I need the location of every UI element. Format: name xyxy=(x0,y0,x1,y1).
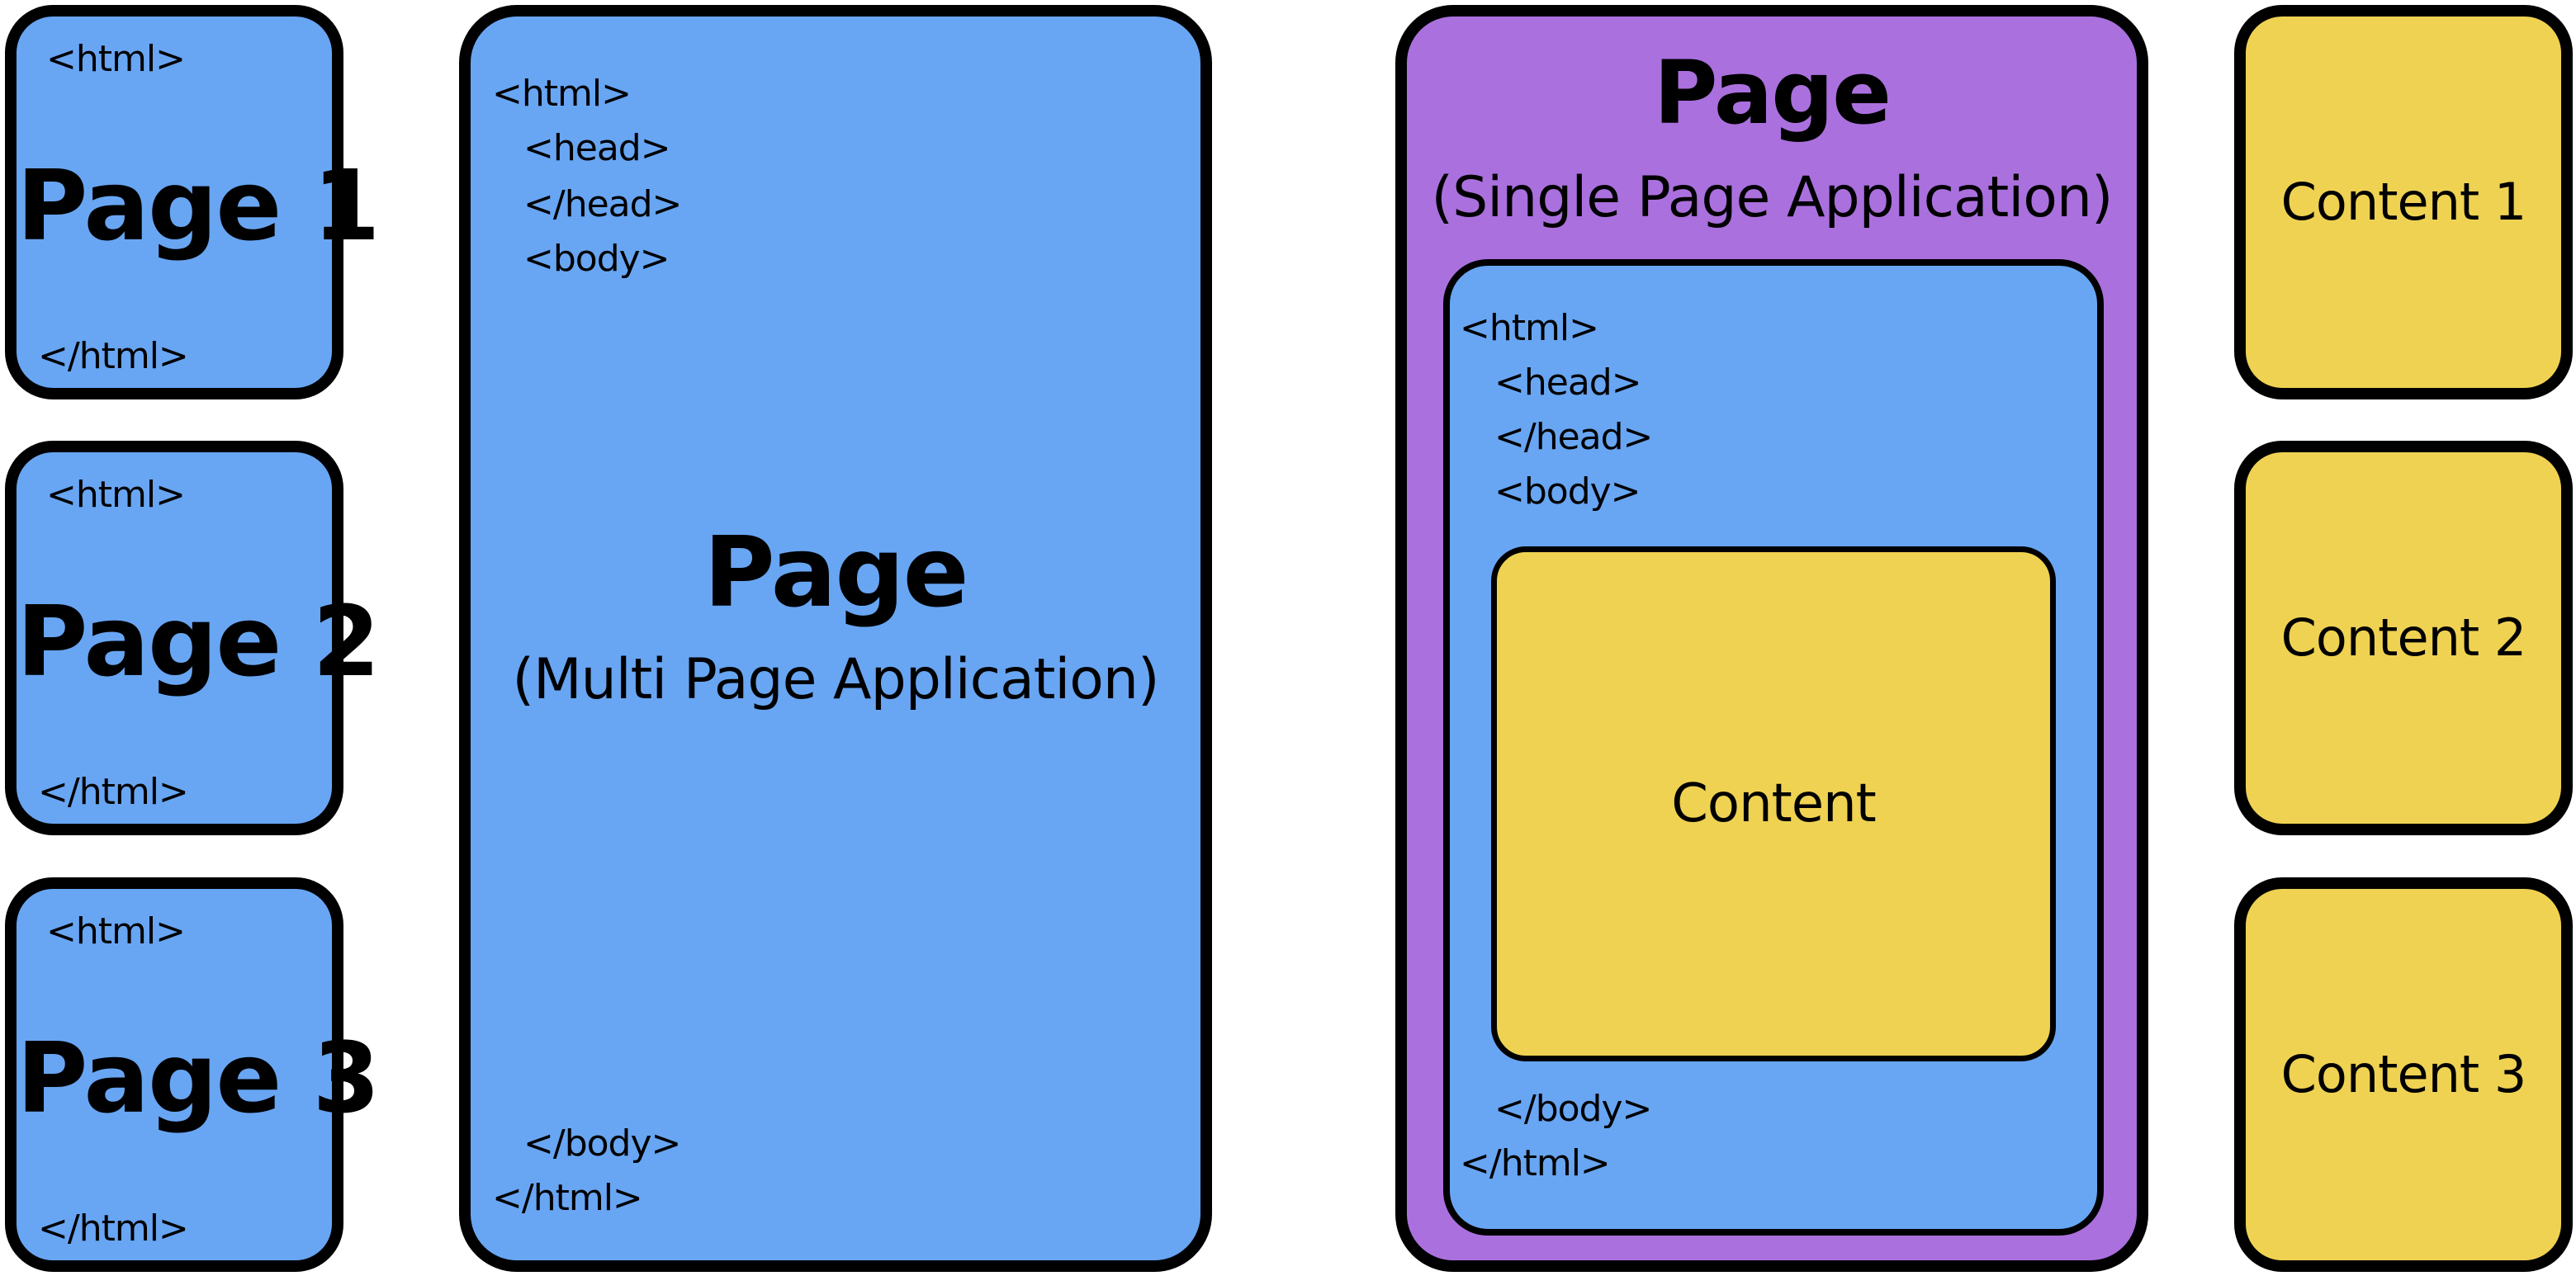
html-close-tag: </html> xyxy=(1460,1142,1611,1184)
mpa-main-page: <html> <head> </head> <body> Page (Multi… xyxy=(459,5,1212,1272)
html-close-tag: </html> xyxy=(38,771,189,813)
page-1-title: Page 1 xyxy=(17,149,381,262)
content-2-label: Content 2 xyxy=(2280,607,2527,668)
content-3-card: Content 3 xyxy=(2234,877,2573,1272)
content-1-card: Content 1 xyxy=(2234,5,2573,399)
body-open-tag: <body> xyxy=(523,238,670,280)
html-open-tag: <html> xyxy=(492,73,632,115)
mpa-page-title: Page xyxy=(703,515,968,629)
page-2-title: Page 2 xyxy=(17,584,381,698)
spa-html-document: <html> <head> </head> <body> Content </b… xyxy=(1443,259,2104,1236)
content-3-label: Content 3 xyxy=(2280,1044,2527,1104)
html-close-tag: </html> xyxy=(492,1177,643,1219)
page-3-title: Page 3 xyxy=(17,1021,381,1135)
content-2-card: Content 2 xyxy=(2234,441,2573,835)
mpa-page-1-card: <html> Page 1 </html> xyxy=(5,5,381,399)
content-1-label: Content 1 xyxy=(2280,172,2527,232)
mpa-page-3-card: <html> Page 3 </html> xyxy=(5,877,381,1272)
body-close-tag: </body> xyxy=(523,1122,681,1165)
spa-content-label: Content xyxy=(1671,773,1877,834)
html-close-tag: </html> xyxy=(38,335,189,377)
body-close-tag: </body> xyxy=(1494,1088,1652,1130)
head-open-tag: <head> xyxy=(523,127,671,169)
spa-main-page: Page (Single Page Application) <html> <h… xyxy=(1395,5,2148,1272)
html-open-tag: <html> xyxy=(46,38,186,80)
head-close-tag: </head> xyxy=(1494,416,1653,458)
mpa-page-2-card: <html> Page 2 </html> xyxy=(5,441,381,835)
head-close-tag: </head> xyxy=(523,183,682,225)
html-close-tag: </html> xyxy=(38,1207,189,1250)
mpa-page-subtitle: (Multi Page Application) xyxy=(512,647,1159,712)
spa-page-title: Page xyxy=(1653,42,1892,144)
html-open-tag: <html> xyxy=(46,474,186,516)
spa-page-subtitle: (Single Page Application) xyxy=(1431,165,2114,230)
body-open-tag: <body> xyxy=(1494,470,1641,513)
html-open-tag: <html> xyxy=(1460,307,1599,349)
spa-content-area: Content xyxy=(1491,546,2056,1061)
html-open-tag: <html> xyxy=(46,910,186,952)
head-open-tag: <head> xyxy=(1494,362,1642,404)
